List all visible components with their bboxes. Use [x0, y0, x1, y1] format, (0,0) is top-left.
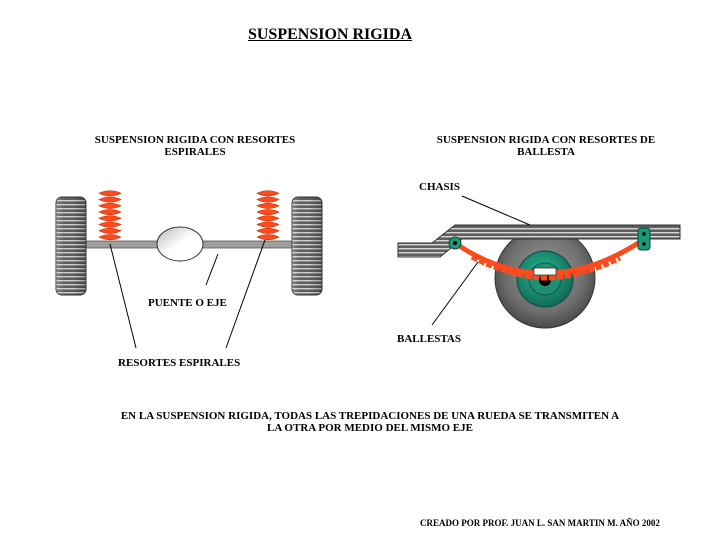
leaf-springs-label: BALLESTAS — [397, 333, 461, 345]
coil-turn — [256, 221, 280, 228]
right-tire — [291, 196, 323, 296]
right-heading-line2: BALLESTA — [517, 146, 575, 158]
axle-label: PUENTE O EJE — [148, 297, 227, 309]
coil-turn — [98, 209, 122, 216]
left-tire — [55, 196, 87, 296]
coil-turn — [256, 209, 280, 216]
coil-turn — [256, 190, 280, 197]
chassis-frame — [397, 224, 681, 258]
note-line1: EN LA SUSPENSION RIGIDA, TODAS LAS TREPI… — [120, 410, 620, 422]
coil-turn — [256, 227, 280, 234]
spring-leader-line-right — [225, 239, 266, 349]
chassis-label: CHASIS — [419, 181, 460, 193]
leaf-spring-suspension — [397, 195, 681, 329]
coil-turn — [256, 202, 280, 209]
coil-turn — [98, 221, 122, 228]
note-line2: LA OTRA POR MEDIO DEL MISMO EJE — [267, 422, 473, 434]
springs-label: RESORTES ESPIRALES — [118, 357, 241, 369]
page-title: SUSPENSION RIGIDA — [247, 26, 413, 43]
left-heading-line2: ESPIRALES — [164, 146, 226, 158]
right-diagram-heading: SUSPENSION RIGIDA CON RESORTES DE BALLES… — [418, 134, 674, 158]
coil-turn — [256, 215, 280, 222]
chassis-leader-line — [461, 195, 531, 226]
coil-spring-suspension — [55, 190, 323, 349]
coil-turn — [256, 234, 280, 241]
spring-leader-line-left — [109, 243, 137, 349]
right-heading-line1: SUSPENSION RIGIDA CON RESORTES DE — [436, 134, 656, 146]
coil-spring-left — [98, 190, 122, 241]
left-diagram-heading: SUSPENSION RIGIDA CON RESORTES ESPIRALES — [70, 134, 320, 158]
explanation-note: EN LA SUSPENSION RIGIDA, TODAS LAS TREPI… — [60, 410, 680, 434]
left-heading-line1: SUSPENSION RIGIDA CON RESORTES — [94, 134, 296, 146]
spring-clamp — [533, 267, 557, 276]
axle-leader-line — [205, 253, 219, 286]
coil-turn — [98, 196, 122, 203]
leaf-spring — [453, 237, 645, 281]
coil-turn — [98, 202, 122, 209]
coil-turn — [98, 215, 122, 222]
coil-turn — [98, 234, 122, 241]
coil-turn — [256, 196, 280, 203]
author-credit: CREADO POR PROF. JUAN L. SAN MARTIN M. A… — [420, 518, 660, 528]
coil-spring-right — [256, 190, 280, 241]
differential-housing — [156, 226, 204, 262]
rear-shackle — [637, 227, 651, 251]
coil-turn — [98, 190, 122, 197]
leaf-leader-line — [431, 261, 479, 326]
coil-turn — [98, 227, 122, 234]
